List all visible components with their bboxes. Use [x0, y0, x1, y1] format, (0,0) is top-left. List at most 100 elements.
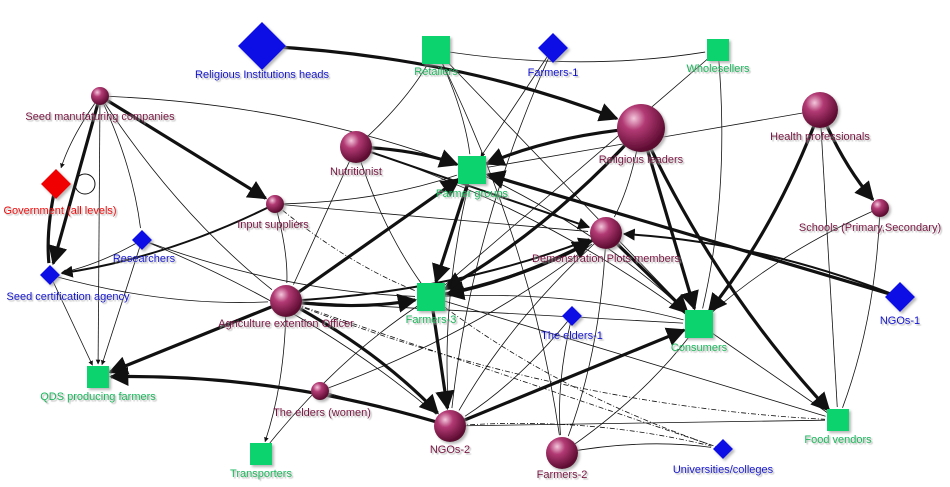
edge-input-suppliers-to-seed-certification-agency: [60, 203, 276, 278]
edge-agriculture-extention-officer-to-consumers: [285, 300, 684, 324]
node-farmers-2[interactable]: [546, 437, 578, 469]
edge-wholesellers-to-consumers: [702, 49, 723, 309]
node-universities-colleges[interactable]: [713, 439, 733, 459]
label-agriculture-extention-officer: Agriculture extention Officer: [218, 318, 354, 330]
node-nutritionist[interactable]: [340, 131, 372, 163]
label-ngos-1: NGOs-1: [880, 315, 920, 327]
label-the-elders-1: The elders-1: [541, 330, 603, 342]
node-seed-manufaturing-companies[interactable]: [91, 87, 109, 105]
edge-government-self-loop: [74, 173, 96, 195]
node-farmers-3[interactable]: [417, 283, 445, 311]
node-farmers-1[interactable]: [538, 33, 568, 63]
edge-religious-institutions-heads-to-religious-leaders: [261, 44, 619, 122]
node-the-elders-women[interactable]: [311, 382, 329, 400]
edge-farmers-3-to-demonstration-plots-members: [430, 240, 592, 299]
edge-farmers-3-to-food-vendors: [430, 296, 826, 417]
node-schools-primary-secondary[interactable]: [871, 199, 889, 217]
node-food-vendors[interactable]: [827, 409, 849, 431]
edge-consumers-to-food-vendors: [698, 323, 828, 413]
edge-farmers-1-to-farmer-groups: [480, 47, 554, 158]
edge-ngos-2-to-consumers: [449, 327, 686, 428]
label-schools-primary-secondary: Schools (Primary,Secondary): [799, 222, 941, 234]
edge-seed-certification-agency-to-agriculture-extention-officer: [49, 274, 269, 303]
edge-input-suppliers-to-demonstration-plots-members: [274, 203, 589, 232]
edge-transporters-to-farmers-3: [260, 305, 418, 455]
node-retailers[interactable]: [422, 36, 450, 64]
label-farmers-2: Farmers-2: [537, 469, 588, 481]
node-demonstration-plots-members[interactable]: [590, 217, 622, 249]
edge-seed-manufaturing-companies-to-agriculture-extention-officer: [99, 95, 273, 291]
edge-ngos-1-to-demonstration-plots-members: [622, 228, 901, 298]
label-farmers-1: Farmers-1: [528, 67, 579, 79]
edge-seed-manufaturing-companies-to-government-all-levels: [60, 95, 101, 169]
node-wholesellers[interactable]: [707, 39, 729, 61]
node-ngos-2[interactable]: [434, 410, 466, 442]
node-consumers[interactable]: [685, 310, 713, 338]
edge-agriculture-extention-officer-to-farmer-groups: [285, 177, 461, 303]
node-the-elders-1[interactable]: [562, 306, 582, 326]
edge-farmers-2-to-consumers: [561, 336, 690, 454]
edge-farmers-3-to-consumers: [430, 294, 684, 321]
edge-schools-primary-secondary-to-food-vendors: [842, 207, 881, 408]
node-transporters[interactable]: [250, 443, 272, 465]
edge-universities-colleges-to-farmers-3: [443, 306, 724, 450]
node-health-professionals[interactable]: [802, 92, 838, 128]
node-ngos-1[interactable]: [885, 282, 915, 312]
label-seed-certification-agency: Seed certification agency: [7, 291, 130, 303]
node-farmer-groups[interactable]: [458, 156, 486, 184]
nodes-layer: [40, 22, 915, 469]
label-health-professionals: Health professionals: [770, 131, 870, 143]
label-religious-leaders: Religious leaders: [599, 154, 684, 166]
node-input-suppliers[interactable]: [266, 195, 284, 213]
label-religious-institutions-heads: Religious Institutions heads: [195, 69, 329, 81]
label-demonstration-plots-members: Demonstration Plots members: [532, 253, 680, 265]
edge-agriculture-extention-officer-to-transporters: [264, 300, 287, 443]
edge-agriculture-extention-officer-to-ngos-2: [285, 299, 439, 415]
edge-farmers-1-to-ngos-2: [451, 47, 554, 409]
edge-demonstration-plots-members-to-farmers-2: [567, 232, 607, 437]
node-qds-producing-farmers[interactable]: [87, 366, 109, 388]
edge-ngos-1-to-farmer-groups: [485, 170, 901, 299]
label-wholesellers: Wholesellers: [687, 63, 750, 75]
edge-wholesellers-to-farmers-3: [442, 49, 719, 287]
edge-seed-certification-agency-to-qds-producing-farmers: [49, 274, 93, 366]
edge-the-elders-women-to-ngos-2: [319, 390, 433, 422]
edge-ngos-2-to-qds-producing-farmers: [109, 366, 451, 428]
node-seed-certification-agency[interactable]: [40, 265, 60, 285]
edge-retailers-to-farmers-2: [435, 49, 560, 436]
edge-nutritionist-to-agriculture-extention-officer: [293, 146, 357, 285]
edge-researchers-to-ngos-2: [141, 239, 437, 415]
edge-researchers-to-farmers-3: [141, 239, 416, 297]
label-qds-producing-farmers: QDS producing farmers: [40, 391, 156, 403]
edge-ngos-2-to-food-vendors: [449, 419, 826, 427]
edge-religious-leaders-to-farmers-3: [443, 126, 643, 291]
edge-agriculture-extention-officer-to-universities-colleges: [285, 300, 712, 446]
node-religious-institutions-heads[interactable]: [238, 22, 286, 70]
label-ngos-2: NGOs-2: [430, 444, 470, 456]
edge-religious-leaders-to-consumers: [639, 127, 699, 311]
label-farmers-3: Farmers-3: [406, 314, 457, 326]
edge-nutritionist-to-consumers: [355, 146, 687, 315]
node-government-all-levels[interactable]: [41, 169, 71, 199]
edge-health-professionals-to-food-vendors: [819, 109, 838, 408]
label-input-suppliers: Input suppliers: [237, 219, 309, 231]
label-seed-manufaturing-companies: Seed manufaturing companies: [25, 111, 175, 123]
node-agriculture-extention-officer[interactable]: [270, 285, 302, 317]
edges-layer: [46, 44, 901, 455]
label-retailers: Retailers: [414, 66, 458, 78]
node-researchers[interactable]: [132, 230, 152, 250]
edge-religious-leaders-to-food-vendors: [639, 127, 831, 412]
label-farmer-groups: Farmer groups: [436, 188, 509, 200]
edge-nutritionist-to-farmers-3: [355, 146, 422, 285]
edge-input-suppliers-to-farmer-groups: [274, 174, 457, 205]
edge-agriculture-extention-officer-to-farmers-3: [285, 293, 418, 313]
edge-the-elders-women-to-demonstration-plots-members: [319, 243, 593, 392]
edge-seed-manufaturing-companies-to-seed-certification-agency: [48, 95, 102, 266]
edge-health-professionals-to-consumers: [707, 109, 822, 313]
edge-input-suppliers-to-agriculture-extention-officer: [274, 203, 288, 284]
node-religious-leaders[interactable]: [617, 104, 665, 152]
edge-schools-primary-secondary-to-consumers: [710, 207, 881, 314]
label-transporters: Transporters: [230, 468, 292, 480]
